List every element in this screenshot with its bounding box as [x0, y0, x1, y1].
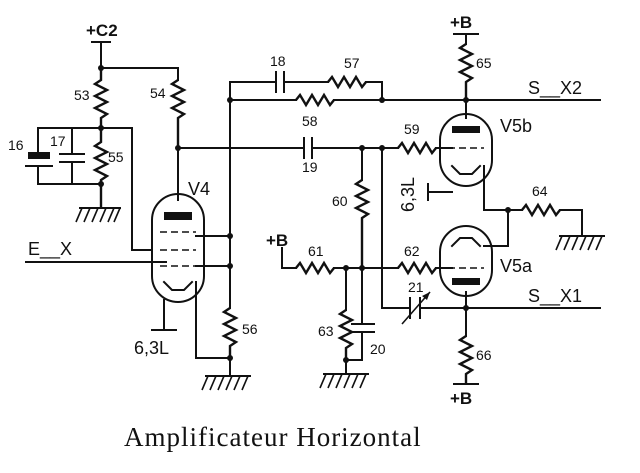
- c2-supply-terminal: [91, 41, 111, 69]
- resistor-56: [221, 307, 239, 358]
- ground-r56: [201, 375, 251, 391]
- capacitor-17-label: 17: [50, 133, 66, 149]
- resistor-62: [397, 260, 437, 276]
- resistor-61-label: 61: [308, 243, 324, 259]
- resistor-53: [92, 68, 110, 128]
- resistor-65-label: 65: [476, 55, 492, 71]
- tube-v5b-label: V5b: [500, 116, 532, 136]
- wire-screen-v4: [100, 127, 153, 251]
- b-top-terminal: [453, 33, 479, 45]
- resistor-59: [397, 140, 437, 156]
- input-terminal-label: E__X: [28, 239, 72, 260]
- tube-v5a-label: V5a: [500, 256, 533, 276]
- resistor-60-label: 60: [332, 193, 348, 209]
- resistor-57: [327, 74, 367, 90]
- capacitor-16: [25, 152, 53, 167]
- wire-cathodes: [483, 165, 509, 247]
- resistor-60: [353, 179, 371, 268]
- capacitor-20-label: 20: [370, 341, 386, 357]
- resistor-62-label: 62: [404, 243, 420, 259]
- resistor-55-label: 55: [108, 149, 124, 165]
- capacitor-16-label: 16: [8, 137, 24, 153]
- resistor-54: [169, 79, 187, 148]
- junction-c17: [98, 181, 104, 187]
- ground-r55: [75, 207, 121, 223]
- ground-r64: [555, 235, 605, 251]
- heater-v5b-label: 6,3L: [398, 177, 418, 212]
- c2-supply-label: +C2: [86, 21, 118, 40]
- junction-r56: [227, 355, 233, 361]
- resistor-58-series: [295, 92, 335, 108]
- resistor-55: [92, 128, 110, 208]
- b-mid-label: +B: [266, 231, 288, 250]
- capacitor-21-label: 21: [408, 279, 424, 295]
- tube-v4-label: V4: [188, 179, 210, 199]
- b-bottom-label: +B: [450, 389, 472, 408]
- resistor-54-label: 54: [150, 85, 166, 101]
- capacitor-18: [275, 71, 285, 93]
- tube-v5b: [439, 113, 493, 187]
- resistor-58-label: 58: [302, 113, 318, 129]
- resistor-66: [457, 335, 475, 384]
- output-x1-label: S__X1: [528, 286, 582, 307]
- resistor-59-label: 59: [404, 121, 420, 137]
- wire-c18-left: [229, 81, 273, 101]
- junction-c20: [343, 357, 349, 363]
- wire-c2-r54: [100, 67, 179, 81]
- resistor-64: [521, 202, 561, 218]
- wire-r57-right: [365, 81, 383, 101]
- wire-c16-top: [37, 127, 102, 153]
- resistor-61: [295, 260, 335, 276]
- b-top-label: +B: [450, 13, 472, 32]
- resistor-64-label: 64: [532, 183, 548, 199]
- ground-r63: [319, 373, 369, 389]
- resistor-53-label: 53: [74, 87, 90, 103]
- resistor-65: [457, 43, 475, 100]
- diagram-caption: Amplificateur Horizontal: [124, 422, 422, 452]
- wire-c20-bottom: [345, 331, 363, 361]
- capacitor-18-label: 18: [270, 53, 286, 69]
- capacitor-20: [351, 323, 375, 333]
- resistor-66-label: 66: [476, 347, 492, 363]
- heater-v4-label: 6,3L: [134, 338, 169, 358]
- tube-v5a: [439, 225, 493, 297]
- capacitor-19: [303, 137, 313, 159]
- resistor-63-label: 63: [318, 323, 334, 339]
- wire-c17-bottom: [71, 161, 102, 185]
- tube-v4: [151, 193, 205, 303]
- junction-feedback: [227, 97, 233, 103]
- resistor-56-label: 56: [242, 321, 258, 337]
- resistor-57-label: 57: [344, 55, 360, 71]
- wire-r64-ground: [559, 209, 583, 237]
- output-x2-label: S__X2: [528, 78, 582, 99]
- capacitor-19-label: 19: [302, 159, 318, 175]
- resistor-63: [337, 309, 355, 360]
- capacitor-17: [59, 153, 85, 163]
- wire-c16-bottom: [37, 165, 75, 185]
- wire-c21-feed: [381, 147, 411, 309]
- wire-v4-cathode: [195, 281, 231, 359]
